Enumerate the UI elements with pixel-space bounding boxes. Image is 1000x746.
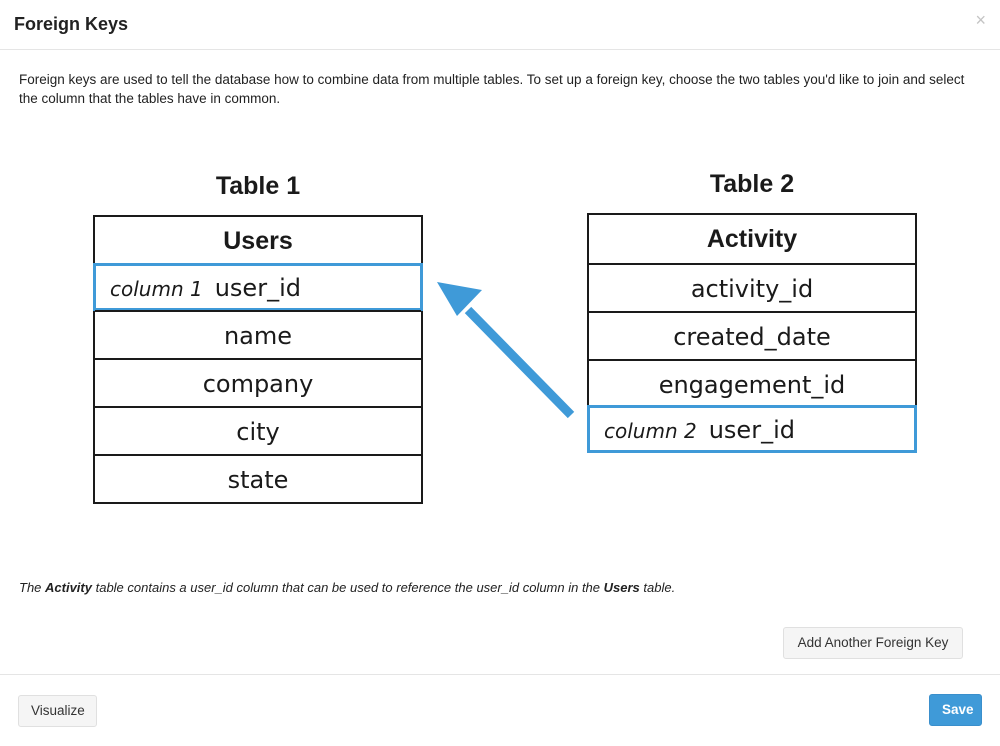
dialog-footer: Visualize Save <box>0 674 1000 746</box>
save-button[interactable]: Save <box>929 694 982 726</box>
table1-column: city <box>95 406 421 454</box>
intro-text: Foreign keys are used to tell the databa… <box>19 72 965 106</box>
footnote-users-table: Users <box>603 580 640 595</box>
table1-column: state <box>95 454 421 502</box>
dialog-title: Foreign Keys <box>14 14 129 34</box>
table1-highlight-row: column 1 user_id <box>93 263 423 311</box>
footnote-activity-table: Activity <box>45 580 92 595</box>
footnote-part: table. <box>639 580 676 595</box>
table2-column: created_date <box>589 311 915 359</box>
table1-caption: Table 1 <box>215 172 301 200</box>
table1-name: Users <box>223 227 293 255</box>
add-foreign-key-button[interactable]: Add Another Foreign Key <box>783 627 963 659</box>
table2-highlight-row: column 2 user_id <box>587 405 917 453</box>
footnote-text: The Activity table contains a user_id co… <box>19 580 675 595</box>
table1-highlight-column: user_id <box>214 274 301 302</box>
table2-column: engagement_id <box>589 359 915 407</box>
table2-name: Activity <box>706 225 798 253</box>
column2-tag: column 2 <box>604 419 697 443</box>
table1-column: company <box>95 358 421 406</box>
table2-highlight-column: user_id <box>708 416 795 444</box>
table2-column: activity_id <box>589 263 915 311</box>
column1-tag: column 1 <box>110 277 203 301</box>
visualize-button[interactable]: Visualize <box>18 695 97 727</box>
footnote-part: The <box>19 580 46 595</box>
arrow-shaft <box>464 306 575 419</box>
table2-activity: Activity activity_id created_date engage… <box>587 213 917 453</box>
table2-caption: Table 2 <box>709 170 795 198</box>
reference-arrow <box>437 282 575 419</box>
footnote-part: table contains a user_id column that can… <box>91 580 604 595</box>
dialog-header: Foreign Keys × <box>0 0 1000 50</box>
table1-column: name <box>95 310 421 358</box>
arrow-head <box>437 282 482 316</box>
foreign-key-diagram: Table 1 Users column 1 user_id name compa… <box>0 160 1000 540</box>
close-icon[interactable]: × <box>975 10 986 30</box>
